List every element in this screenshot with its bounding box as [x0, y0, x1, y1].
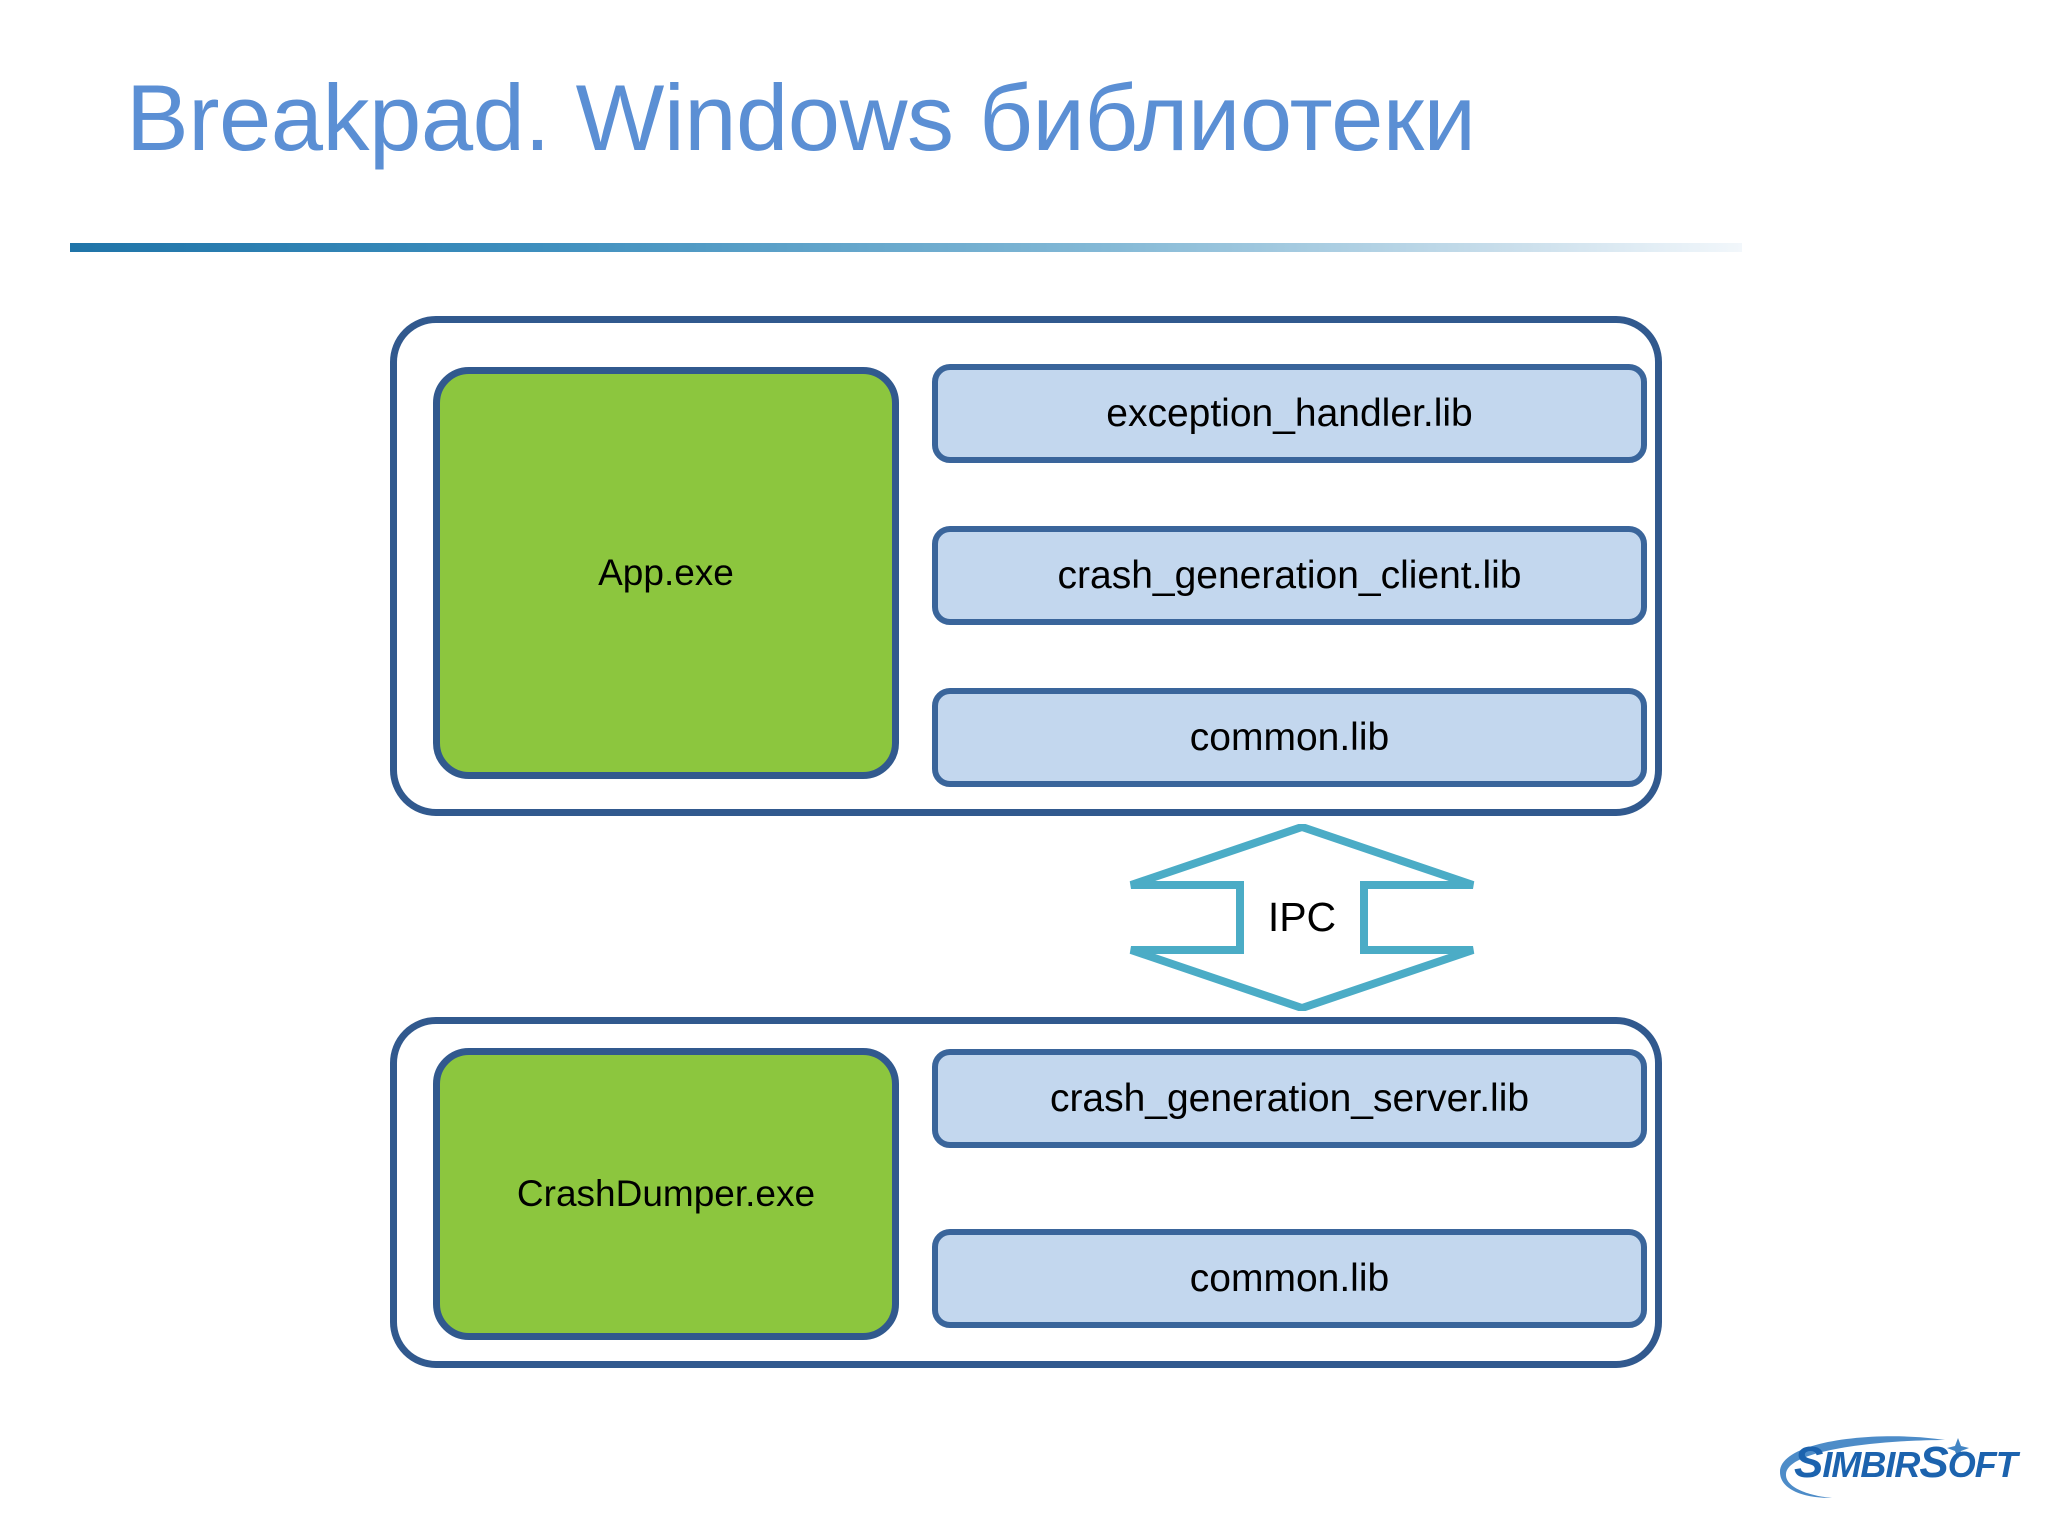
process-container-app: App.exe exception_handler.lib crash_gene… [390, 316, 1662, 816]
library-box-exception-handler[interactable]: exception_handler.lib [932, 364, 1647, 463]
library-box-crash-generation-server[interactable]: crash_generation_server.lib [932, 1049, 1647, 1148]
library-box-common-bottom[interactable]: common.lib [932, 1229, 1647, 1328]
logo-prefix: S [1794, 1438, 1823, 1487]
executable-box-app[interactable]: App.exe [433, 367, 899, 779]
logo-word-two: OFT [1947, 1444, 2018, 1485]
simbirsoft-logo-text: SIMBIRSOFT [1794, 1438, 2018, 1488]
ipc-bidirectional-arrow-icon: IPC [1128, 824, 1476, 1011]
library-label: crash_generation_server.lib [1049, 1076, 1530, 1120]
library-box-common-top[interactable]: common.lib [932, 688, 1647, 787]
executable-label: App.exe [598, 552, 734, 593]
page-title: Breakpad. Windows библиотеки [126, 65, 1476, 170]
executable-box-crashdumper[interactable]: CrashDumper.exe [433, 1048, 899, 1340]
title-divider-rule [70, 243, 1742, 252]
executable-label: CrashDumper.exe [516, 1173, 816, 1214]
logo-middle: S [1919, 1438, 1948, 1487]
library-label: exception_handler.lib [1106, 391, 1473, 435]
library-box-crash-generation-client[interactable]: crash_generation_client.lib [932, 526, 1647, 625]
library-label: crash_generation_client.lib [1057, 553, 1522, 597]
library-label: common.lib [1189, 1256, 1390, 1300]
library-label: common.lib [1189, 715, 1390, 759]
simbirsoft-logo: SIMBIRSOFT [1770, 1432, 2020, 1504]
process-container-crashdumper: CrashDumper.exe crash_generation_server.… [390, 1017, 1662, 1368]
logo-word-one: IMBIR [1822, 1444, 1920, 1485]
